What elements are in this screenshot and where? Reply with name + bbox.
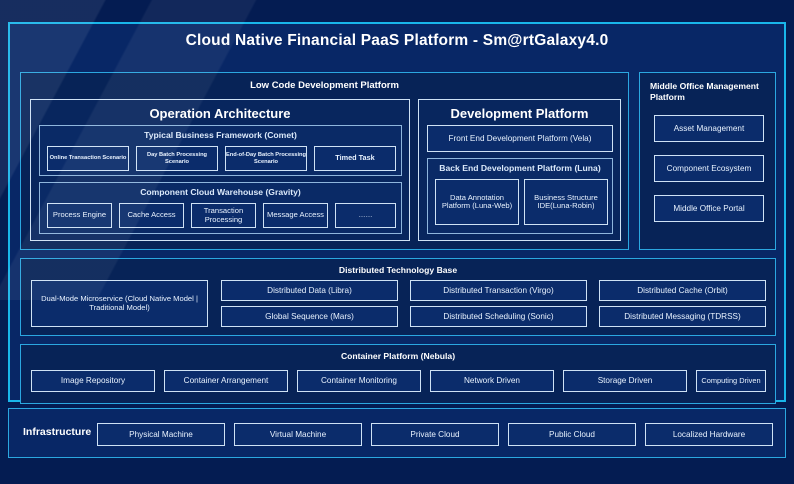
chip-physical-machine[interactable]: Physical Machine (97, 423, 225, 446)
infrastructure-section: Infrastructure Physical Machine Virtual … (8, 408, 786, 458)
chip-localized-hardware[interactable]: Localized Hardware (645, 423, 773, 446)
low-code-header: Low Code Development Platform (250, 80, 399, 91)
chip-business-structure-ide[interactable]: Business Structure IDE(Luna-Robin) (524, 179, 608, 225)
top-band: Low Code Development Platform Operation … (20, 72, 776, 250)
chip-dual-mode-microservice[interactable]: Dual-Mode Microservice (Cloud Native Mod… (31, 280, 208, 327)
component-cloud-warehouse-group: Component Cloud Warehouse (Gravity) Proc… (39, 182, 402, 234)
container-platform-header: Container Platform (Nebula) (340, 351, 456, 361)
chip-online-transaction-scenario[interactable]: Online Transaction Scenario (47, 146, 129, 171)
typical-business-framework-title: Typical Business Framework (Comet) (144, 130, 297, 140)
operation-architecture-title: Operation Architecture (149, 106, 291, 121)
chip-container-arrangement[interactable]: Container Arrangement (164, 370, 288, 392)
chip-distributed-cache[interactable]: Distributed Cache (Orbit) (599, 280, 766, 301)
chip-day-batch-processing-scenario[interactable]: Day Batch Processing Scenario (136, 146, 218, 171)
back-end-development-platform-title: Back End Development Platform (Luna) (439, 163, 601, 173)
middle-office-management-platform-section: Middle Office Management Platform Asset … (639, 72, 776, 250)
chip-network-driven[interactable]: Network Driven (430, 370, 554, 392)
chip-distributed-transaction[interactable]: Distributed Transaction (Virgo) (410, 280, 587, 301)
chip-data-annotation-platform[interactable]: Data Annotation Platform (Luna-Web) (435, 179, 519, 225)
chip-front-end-development-platform[interactable]: Front End Development Platform (Vela) (427, 125, 613, 152)
main-platform-panel: Cloud Native Financial PaaS Platform - S… (8, 22, 786, 404)
chip-more-ellipsis[interactable]: …… (335, 203, 396, 228)
page-title: Cloud Native Financial PaaS Platform - S… (185, 32, 609, 49)
low-code-development-platform-section: Low Code Development Platform Operation … (20, 72, 629, 250)
container-platform-section: Container Platform (Nebula) Image Reposi… (20, 344, 776, 404)
chip-image-repository[interactable]: Image Repository (31, 370, 155, 392)
development-platform-title: Development Platform (450, 106, 589, 121)
distributed-technology-base-header: Distributed Technology Base (338, 265, 458, 275)
chip-container-monitoring[interactable]: Container Monitoring (297, 370, 421, 392)
chip-process-engine[interactable]: Process Engine (47, 203, 112, 228)
chip-transaction-processing[interactable]: Transaction Processing (191, 203, 256, 228)
chip-distributed-scheduling[interactable]: Distributed Scheduling (Sonic) (410, 306, 587, 327)
chip-timed-task[interactable]: Timed Task (314, 146, 396, 171)
chip-public-cloud[interactable]: Public Cloud (508, 423, 636, 446)
infrastructure-label: Infrastructure (23, 426, 92, 438)
chip-distributed-messaging[interactable]: Distributed Messaging (TDRSS) (599, 306, 766, 327)
chip-end-of-day-batch-processing-scenario[interactable]: End-of-Day Batch Processing Scenario (225, 146, 307, 171)
middle-office-header: Middle Office Management Platform (650, 81, 759, 102)
typical-business-framework-group: Typical Business Framework (Comet) Onlin… (39, 125, 402, 176)
chip-component-ecosystem[interactable]: Component Ecosystem (654, 155, 764, 182)
chip-private-cloud[interactable]: Private Cloud (371, 423, 499, 446)
operation-architecture-block: Operation Architecture Typical Business … (30, 99, 410, 241)
back-end-development-platform-group: Back End Development Platform (Luna) Dat… (427, 158, 613, 234)
chip-message-access[interactable]: Message Access (263, 203, 328, 228)
chip-asset-management[interactable]: Asset Management (654, 115, 764, 142)
chip-middle-office-portal[interactable]: Middle Office Portal (654, 195, 764, 222)
component-cloud-warehouse-title: Component Cloud Warehouse (Gravity) (140, 187, 301, 197)
chip-cache-access[interactable]: Cache Access (119, 203, 184, 228)
chip-virtual-machine[interactable]: Virtual Machine (234, 423, 362, 446)
chip-global-sequence[interactable]: Global Sequence (Mars) (221, 306, 398, 327)
chip-computing-driven[interactable]: Computing Driven (696, 370, 766, 392)
chip-storage-driven[interactable]: Storage Driven (563, 370, 687, 392)
distributed-technology-base-section: Distributed Technology Base Dual-Mode Mi… (20, 258, 776, 336)
chip-distributed-data[interactable]: Distributed Data (Libra) (221, 280, 398, 301)
development-platform-block: Development Platform Front End Developme… (418, 99, 621, 241)
